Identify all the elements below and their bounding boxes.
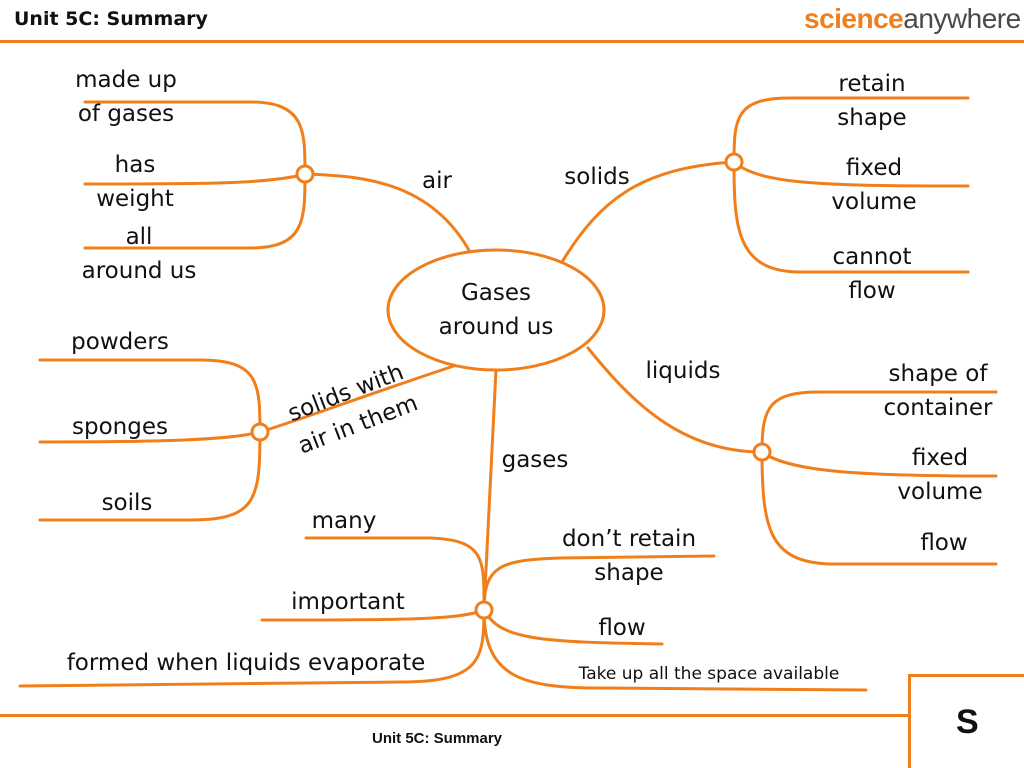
liquids-branch-fixed — [760, 450, 998, 478]
header-rule — [0, 40, 1024, 43]
air-item-all-around: all around us — [81, 224, 197, 284]
gases-branch-take-up — [482, 608, 868, 692]
solids-item-fixed: fixed volume — [831, 155, 917, 215]
logo-part-science: science — [804, 3, 904, 34]
center-node — [386, 248, 606, 372]
liquids-junction — [752, 442, 772, 462]
branch-label-liquids: liquids — [645, 358, 721, 384]
branch-label-gases: gases — [501, 447, 569, 473]
corner-letter: S — [956, 703, 979, 741]
air-junction — [295, 164, 315, 184]
page-title: Unit 5C: Summary — [14, 8, 208, 30]
connector-solids — [560, 160, 736, 264]
branch-label-solids: solids — [564, 164, 630, 190]
gases-branch-important — [260, 608, 486, 622]
center-label-line1: Gases — [460, 280, 532, 306]
solids-item-cannot: cannot flow — [832, 244, 912, 304]
solids-air-item-powders: powders — [71, 329, 169, 355]
connector-air — [303, 172, 472, 254]
center-label-line2: around us — [438, 314, 554, 340]
air-branch-all-around — [83, 172, 307, 250]
air-item-made-up: made up of gases — [75, 67, 177, 127]
gases-item-flow: flow — [598, 615, 646, 641]
gases-item-take-up: Take up all the space available — [578, 664, 840, 684]
solids-branch-fixed — [732, 160, 970, 188]
corner-box — [908, 674, 1024, 768]
branch-label-air: air — [422, 168, 452, 194]
liquids-branch-shape — [760, 390, 998, 454]
gases-branch-flow — [482, 608, 664, 646]
gases-item-important: important — [291, 589, 405, 615]
gases-branch-dont-retain — [482, 554, 716, 612]
air-branch-has-weight — [83, 172, 307, 186]
footer-title: Unit 5C: Summary — [372, 730, 503, 747]
solids-branch-retain — [732, 96, 970, 164]
liquids-branch-flow — [760, 450, 998, 566]
air-branch-made-up — [83, 100, 307, 176]
solids-air-branch-sponges — [38, 430, 262, 444]
solids-item-retain: retain shape — [837, 71, 907, 131]
connector-gases — [482, 368, 498, 612]
liquids-item-shape: shape of container — [883, 361, 993, 421]
gases-item-many: many — [311, 508, 377, 534]
connector-solids-with-air — [258, 362, 462, 434]
liquids-item-fixed: fixed volume — [897, 445, 983, 505]
gases-junction — [474, 600, 494, 620]
solids-air-item-soils: soils — [101, 490, 153, 516]
solids-junction — [724, 152, 744, 172]
gases-item-formed: formed when liquids evaporate — [66, 650, 426, 676]
brand-logo: scienceanywhere — [804, 3, 1021, 35]
solids-air-item-sponges: sponges — [72, 414, 168, 440]
solids-branch-cannot — [732, 160, 970, 274]
liquids-item-flow: flow — [920, 530, 968, 556]
gases-item-dont-retain: don’t retain shape — [561, 526, 697, 586]
solids-air-branch-soils — [38, 430, 262, 522]
solids-air-branch-powders — [38, 358, 262, 434]
logo-part-anywhere: anywhere — [903, 3, 1021, 34]
footer-rule — [0, 714, 908, 717]
connector-liquids — [586, 346, 764, 454]
solids-air-junction — [250, 422, 270, 442]
center-label: Gases around us — [402, 276, 590, 344]
air-item-has-weight: has weight — [96, 152, 174, 212]
